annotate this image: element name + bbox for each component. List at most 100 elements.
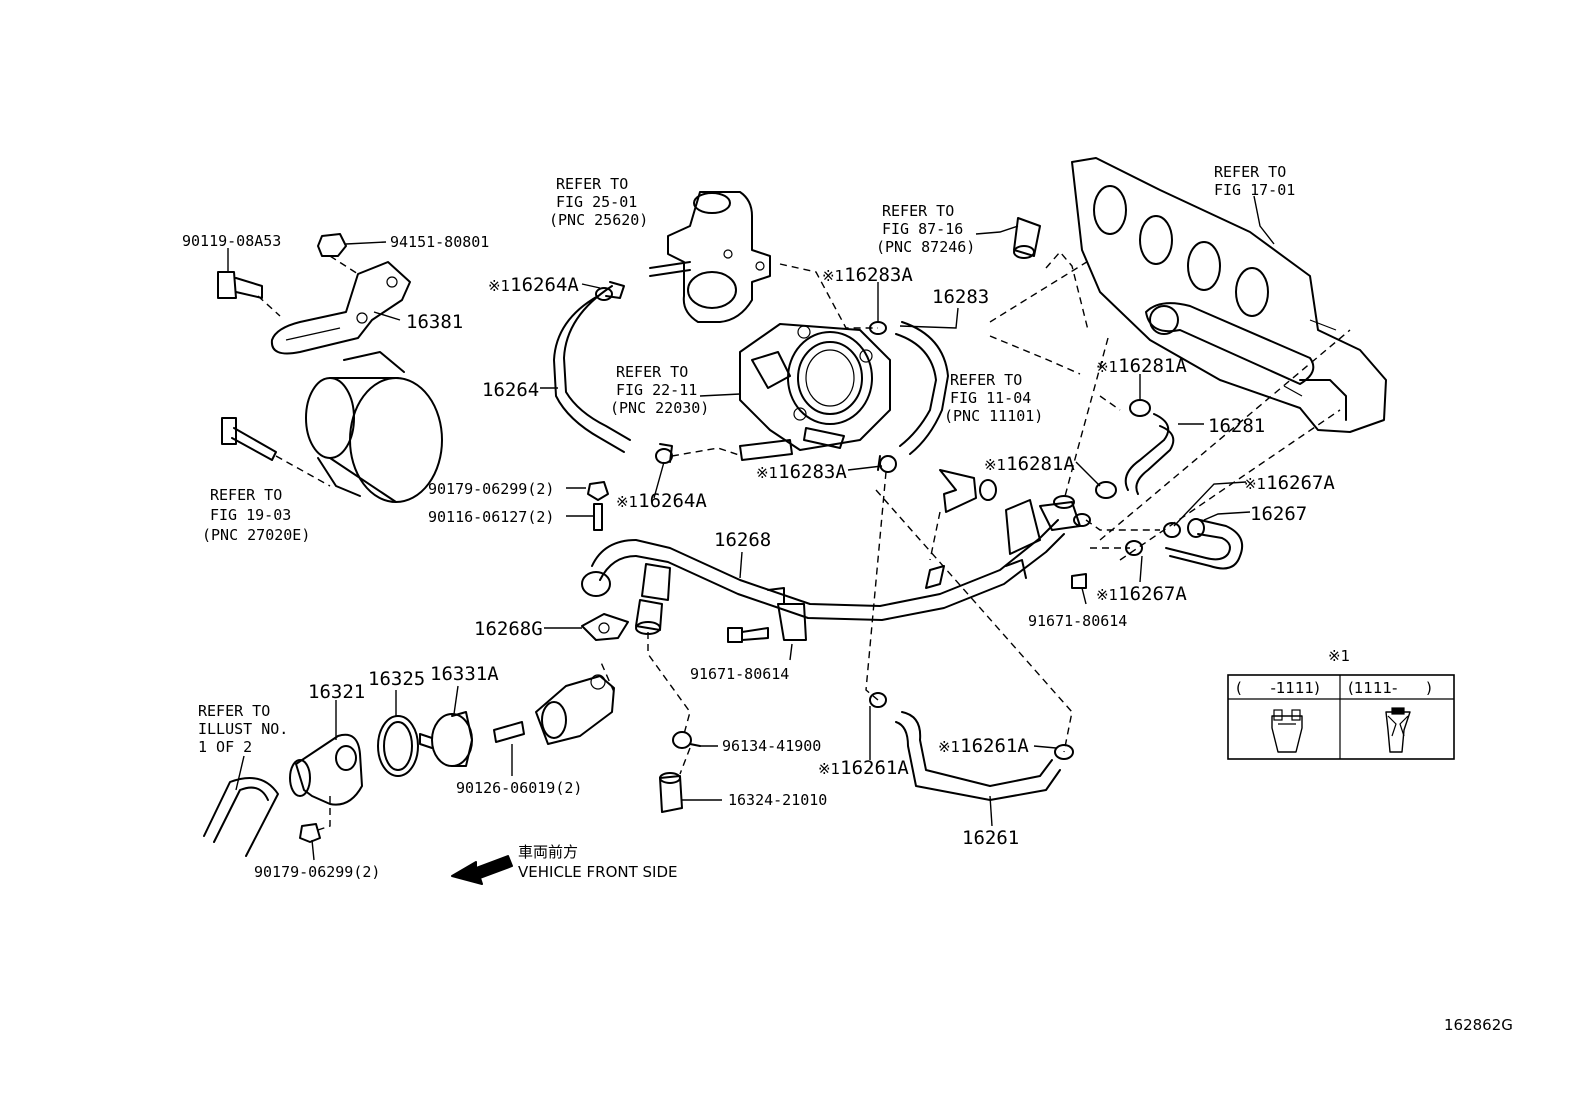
label-16331A: 16331A bbox=[430, 663, 499, 685]
gasket-16268G-hole bbox=[598, 622, 610, 634]
refer-1104-line3: (PNC 11101) bbox=[944, 407, 1043, 425]
refer-2211: REFER TO FIG 22-11 (PNC 22030) bbox=[610, 363, 709, 417]
bolt-91671-b-drawing bbox=[1071, 573, 1087, 589]
refer-illust-line1: REFER TO bbox=[198, 702, 270, 720]
refer-8716: REFER TO FIG 87-16 (PNC 87246) bbox=[876, 202, 975, 256]
legend-col2-header: (1111- ) bbox=[1348, 679, 1432, 697]
label-16321: 16321 bbox=[308, 681, 365, 703]
note-mark-16283A-top: ※1 bbox=[822, 267, 844, 285]
intake-manifold-drawing bbox=[1071, 157, 1387, 433]
note-mark-16264A-top: ※1 bbox=[488, 277, 510, 295]
note-mark-16267A-bot: ※1 bbox=[1096, 586, 1118, 604]
note-mark-16267A-top: ※1 bbox=[1244, 475, 1266, 493]
pipe-11101-end-drawing bbox=[979, 479, 997, 501]
label-94151-80801: 94151-80801 bbox=[390, 233, 489, 251]
hose-16281-drawing bbox=[1124, 413, 1175, 495]
refer-8716-line3: (PNC 87246) bbox=[876, 238, 975, 256]
refer-illust: REFER TO ILLUST NO. 1 OF 2 bbox=[198, 702, 297, 756]
refer-illust-line3: 1 OF 2 bbox=[198, 738, 252, 756]
label-16324-21010: 16324-21010 bbox=[728, 791, 827, 809]
hose-16264-drawing bbox=[553, 285, 631, 453]
pipe-16268-drawing bbox=[581, 495, 1091, 641]
hose-16261-drawing bbox=[895, 711, 1061, 801]
label-16261A-right: ※116261A bbox=[938, 735, 1029, 757]
clamp-type-new-icon bbox=[1385, 707, 1411, 753]
label-90119-08A53: 90119-08A53 bbox=[182, 232, 281, 250]
legend-frame bbox=[1227, 674, 1455, 760]
ring-16325-drawing bbox=[377, 715, 419, 777]
refer-8716-line2: FIG 87-16 bbox=[882, 220, 963, 238]
hose-16267-end-drawing bbox=[1187, 518, 1205, 538]
label-16267A-top: ※116267A bbox=[1244, 472, 1335, 494]
value-16267A-top: 16267A bbox=[1266, 472, 1335, 494]
label-16283: 16283 bbox=[932, 286, 989, 308]
clamp-16261A-right-drawing bbox=[1054, 744, 1074, 760]
water-inlet-drawing bbox=[535, 674, 615, 745]
label-16283A-mid: ※116283A bbox=[756, 461, 847, 483]
nut-94151-drawing bbox=[317, 233, 347, 257]
leader-lines bbox=[227, 195, 1275, 861]
label-16281A-top: ※116281A bbox=[1096, 355, 1187, 377]
value-16267A-bot: 16267A bbox=[1118, 583, 1187, 605]
legend-col1-header: ( -1111) bbox=[1236, 679, 1320, 697]
pipe-87246-end-drawing bbox=[1013, 245, 1035, 259]
vehicle-front-jp: 車両前方 bbox=[518, 843, 578, 861]
label-16261A-left: ※116261A bbox=[818, 757, 909, 779]
gasket-16268G-drawing bbox=[581, 613, 629, 641]
hose-16324-drawing bbox=[659, 772, 683, 813]
refer-1903-line3: (PNC 27020E) bbox=[202, 526, 310, 544]
label-16264A-bot: ※116264A bbox=[616, 490, 707, 512]
label-90179-06299-a: 90179-06299(2) bbox=[428, 480, 554, 498]
legend-mark: ※1 bbox=[1328, 647, 1350, 665]
label-16325: 16325 bbox=[368, 668, 425, 690]
nut-90179-a-drawing bbox=[587, 481, 609, 501]
housing-16321-drawing bbox=[289, 733, 363, 806]
label-16264A-top: ※116264A bbox=[488, 274, 579, 296]
refer-1903: REFER TO FIG 19-03 (PNC 27020E) bbox=[202, 486, 310, 544]
label-91671-80614-b: 91671-80614 bbox=[1028, 612, 1127, 630]
note-mark-16283A-mid: ※1 bbox=[756, 464, 778, 482]
refer-1104: REFER TO FIG 11-04 (PNC 11101) bbox=[944, 371, 1043, 425]
refer-2501-line2: FIG 25-01 bbox=[556, 193, 637, 211]
clamp-16281A-top-drawing bbox=[1129, 399, 1151, 417]
refer-1903-line2: FIG 19-03 bbox=[210, 506, 291, 524]
pipe-11101-drawing bbox=[939, 469, 977, 513]
value-16264A-top: 16264A bbox=[510, 274, 579, 296]
note-mark-16261A-right: ※1 bbox=[938, 738, 960, 756]
label-16281: 16281 bbox=[1208, 415, 1265, 437]
label-16281A-bot: ※116281A bbox=[984, 453, 1075, 475]
value-16261A-right: 16261A bbox=[960, 735, 1029, 757]
label-90116-06127: 90116-06127(2) bbox=[428, 508, 554, 526]
value-16281A-bot: 16281A bbox=[1006, 453, 1075, 475]
clamp-16281A-bot-drawing bbox=[1095, 481, 1117, 499]
vehicle-front-arrow bbox=[451, 855, 513, 885]
nut-90179-b-drawing bbox=[299, 823, 321, 843]
refer-2211-line2: FIG 22-11 bbox=[616, 381, 697, 399]
refer-8716-line1: REFER TO bbox=[882, 202, 954, 220]
hose-16267-drawing bbox=[1165, 519, 1244, 570]
label-16381: 16381 bbox=[406, 311, 463, 333]
valve-assembly-drawing bbox=[649, 191, 771, 323]
value-16281A-top: 16281A bbox=[1118, 355, 1187, 377]
bracket-16381-drawing bbox=[270, 261, 411, 355]
refer-1701: REFER TO FIG 17-01 bbox=[1214, 163, 1295, 199]
value-16261A-left: 16261A bbox=[840, 757, 909, 779]
thermostat-16331A-drawing bbox=[419, 711, 473, 767]
diagram-id: 162862G bbox=[1444, 1016, 1513, 1034]
label-16267: 16267 bbox=[1250, 503, 1307, 525]
clamp-16264A-bot-drawing bbox=[655, 443, 673, 464]
vehicle-front-en: VEHICLE FRONT SIDE bbox=[518, 863, 678, 881]
hose-illust-drawing bbox=[203, 777, 279, 857]
label-16268: 16268 bbox=[714, 529, 771, 551]
refer-illust-line2: ILLUST NO. bbox=[198, 720, 288, 738]
label-16268G: 16268G bbox=[474, 618, 543, 640]
note-mark-16281A-top: ※1 bbox=[1096, 358, 1118, 376]
refer-1701-line1: REFER TO bbox=[1214, 163, 1286, 181]
hose-16283-drawing bbox=[895, 321, 949, 455]
clamp-16283A-mid-drawing bbox=[877, 455, 897, 473]
pipe-87246-drawing bbox=[1013, 217, 1041, 257]
refer-2211-line1: REFER TO bbox=[616, 363, 688, 381]
label-16261: 16261 bbox=[962, 827, 1019, 849]
label-16283A-top: ※116283A bbox=[822, 264, 913, 286]
